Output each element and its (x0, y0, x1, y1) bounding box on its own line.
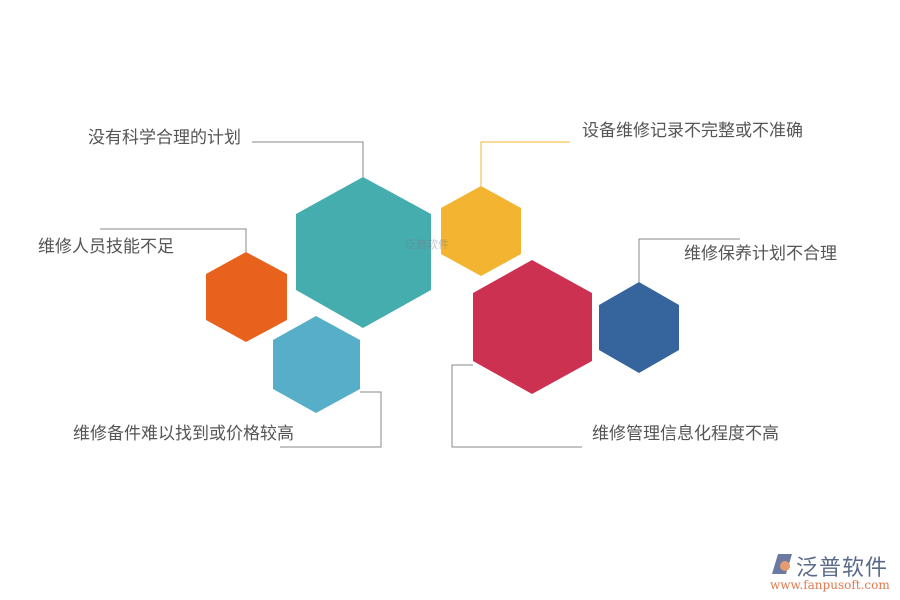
logo-name: 泛普软件 (796, 556, 889, 581)
label-maintenance-plan: 维修保养计划不合理 (684, 244, 837, 264)
connector-6 (451, 364, 582, 448)
label-records: 设备维修记录不完整或不准确 (582, 121, 803, 141)
hexagon-orange (206, 252, 287, 342)
connector-2 (480, 141, 570, 186)
hexagon-navy (599, 282, 679, 373)
logo: 泛普软件 www.fanpusoft.com (770, 552, 890, 592)
hexagon-yellow (441, 186, 521, 276)
label-informatization: 维修管理信息化程度不高 (592, 424, 779, 444)
watermark: 泛普软件 (405, 238, 449, 251)
logo-icon (772, 554, 792, 574)
hexagon-red (473, 260, 592, 394)
label-no-plan: 没有科学合理的计划 (88, 128, 241, 148)
label-spare-parts: 维修备件难以找到或价格较高 (73, 424, 294, 444)
label-skills: 维修人员技能不足 (38, 237, 174, 257)
logo-url: www.fanpusoft.com (770, 578, 890, 592)
hexagon-light-blue (273, 316, 360, 413)
connector-1 (252, 141, 364, 177)
connector-4 (638, 238, 740, 282)
connector-5 (280, 391, 382, 448)
connector-3 (100, 228, 247, 252)
hexagon-teal (296, 177, 431, 328)
